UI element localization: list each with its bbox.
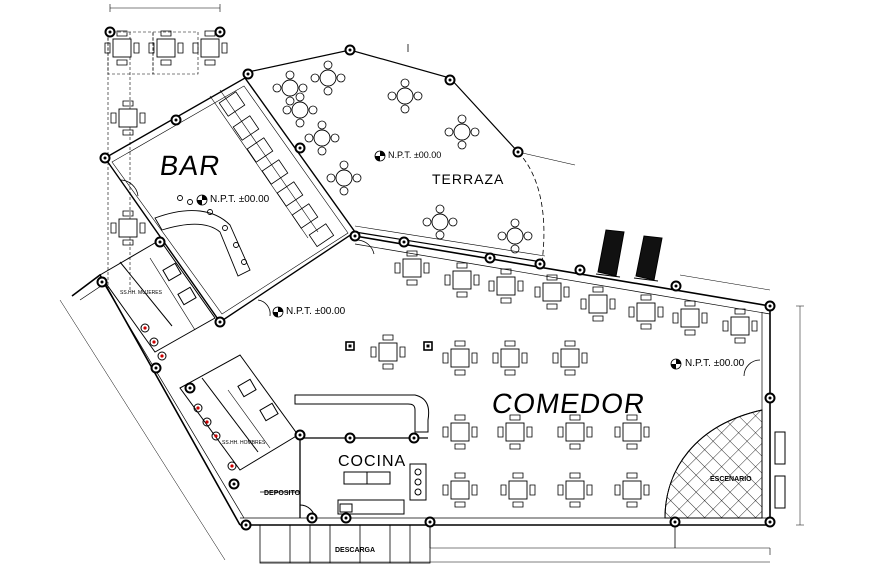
level-text-terraza: N.P.T. ±00.00 (388, 150, 442, 160)
bar-booths (218, 91, 335, 248)
bar-counter (154, 195, 251, 277)
escenario-stage (664, 409, 786, 519)
comedor-label: COMEDOR (489, 388, 648, 419)
kitchen (260, 394, 430, 521)
escenario-label: ESCENARIO (710, 476, 752, 483)
dimension-lines (59, 274, 804, 563)
bar-label: BAR (157, 150, 223, 181)
doors (119, 179, 761, 377)
deposito-label: DEPOSITO (264, 490, 301, 497)
level-text-bar: N.P.T. ±00.00 (210, 194, 270, 205)
descarga-label: DESCARGA (335, 547, 376, 554)
cocina-label: COCINA (338, 453, 407, 470)
terraza-outline (247, 44, 576, 263)
sun-loungers (595, 229, 663, 282)
restroom-label-1: SS.HH. MUJERES (120, 290, 162, 296)
restrooms (99, 239, 299, 471)
restroom-fixtures (140, 323, 237, 471)
descarga-area (259, 524, 431, 564)
level-text-corridor: N.P.T. ±00.00 (286, 306, 346, 317)
terraza-label: TERRAZA (432, 171, 505, 187)
level-text-comedor: N.P.T. ±00.00 (685, 358, 745, 369)
restroom-label-2: SS.HH. HOMBRES (222, 440, 266, 446)
columns (96, 26, 776, 531)
